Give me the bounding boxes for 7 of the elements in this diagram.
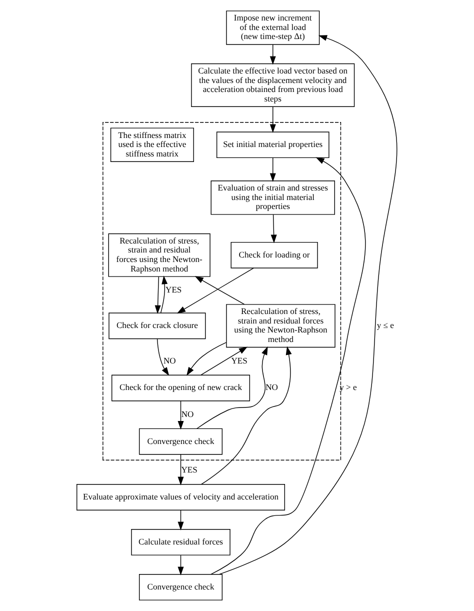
edge-label: NO [164,355,176,366]
edge-label: YES [231,355,248,366]
edge-label: NO [266,382,278,392]
edge-label: y ≤ e [376,320,394,330]
edge-label: YES [181,464,198,475]
edge-label: NO [181,408,194,419]
edge-label: YES [166,284,182,295]
